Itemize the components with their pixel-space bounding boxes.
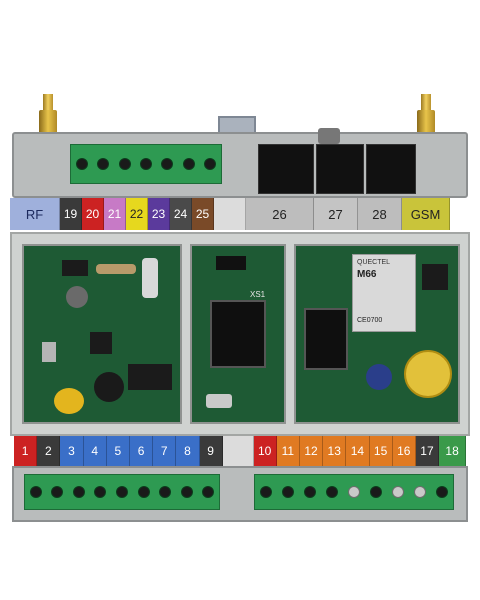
label-5: 5: [106, 436, 130, 466]
label-16: 16: [392, 436, 416, 466]
terminal-screw: [118, 158, 131, 170]
terminal-screw: [180, 486, 193, 498]
trimmer-yellow: [54, 388, 84, 414]
terminal-screw: [159, 486, 172, 498]
gsm-antenna-tip: [421, 94, 431, 112]
capacitor-large: [366, 364, 392, 390]
terminal-screw: [326, 486, 338, 498]
label-19: 19: [60, 198, 82, 230]
crystal: [96, 264, 136, 274]
label-12: 12: [299, 436, 324, 466]
power-connector: [366, 144, 416, 194]
terminal-screw: [202, 486, 215, 498]
label-2: 2: [37, 436, 61, 466]
backup-battery: [404, 350, 452, 398]
pcb-window-middle: XS1: [190, 244, 286, 424]
top-terminal-block: [70, 144, 222, 184]
label-28: 28: [358, 198, 402, 230]
terminal-screw: [304, 486, 316, 498]
top-label-strip: RF 19 20 21 22 23 24 25 26 27 28 GSM: [10, 198, 470, 230]
sim-holder: [210, 300, 266, 368]
pcb-window-right: QUECTEL M66 CE0700: [294, 244, 460, 424]
capacitor-c32: [66, 286, 88, 308]
label-25: 25: [192, 198, 214, 230]
usb-connector: [258, 144, 314, 194]
label-3: 3: [60, 436, 84, 466]
crystal-oscillator: [206, 394, 232, 408]
label-7: 7: [153, 436, 177, 466]
terminal-screw: [370, 486, 382, 498]
rf-antenna-tip: [43, 94, 53, 112]
terminal-screw: [182, 158, 195, 170]
label-gsm: GSM: [402, 198, 450, 230]
label-20: 20: [82, 198, 104, 230]
terminal-screw: [94, 486, 107, 498]
terminal-screw: [137, 486, 150, 498]
label-23: 23: [148, 198, 170, 230]
terminal-screw: [282, 486, 294, 498]
terminal-screw: [414, 486, 426, 498]
label-13: 13: [323, 436, 347, 466]
gsm-module: QUECTEL M66 CE0700: [352, 254, 416, 332]
terminal-screw: [72, 486, 85, 498]
terminal-screw: [29, 486, 42, 498]
terminal-screw: [260, 486, 272, 498]
label-rf: RF: [10, 198, 60, 230]
label-4: 4: [83, 436, 107, 466]
label-10: 10: [253, 436, 277, 466]
label-15: 15: [369, 436, 393, 466]
label-6: 6: [129, 436, 154, 466]
audio-jack: [318, 128, 340, 144]
label-11: 11: [276, 436, 300, 466]
label-27: 27: [314, 198, 358, 230]
bottom-terminal-block-left: [24, 474, 220, 510]
gsm-cert: CE0700: [357, 317, 383, 324]
terminal-screw: [51, 486, 64, 498]
terminal-screw: [97, 158, 110, 170]
buzzer: [94, 372, 124, 402]
inductor: [142, 258, 158, 298]
label-14: 14: [346, 436, 370, 466]
label-18: 18: [439, 436, 467, 466]
din-rail-clip: [218, 116, 256, 136]
terminal-screw: [436, 486, 448, 498]
gsm-brand: QUECTEL: [357, 259, 391, 266]
terminal-screw: [75, 158, 88, 170]
terminal-screw: [115, 486, 128, 498]
label-21: 21: [104, 198, 126, 230]
xs1-label: XS1: [250, 290, 266, 299]
label-26: 26: [246, 198, 314, 230]
label-22: 22: [126, 198, 148, 230]
chip-u6: [128, 364, 172, 390]
bottom-terminal-block-right: [254, 474, 454, 510]
label-17: 17: [415, 436, 440, 466]
chip-u5: [90, 332, 112, 354]
terminal-screw: [392, 486, 404, 498]
crystal-q1: [42, 342, 56, 362]
label-1: 1: [14, 436, 38, 466]
header-pins: [216, 256, 246, 270]
label-24: 24: [170, 198, 192, 230]
label-8: 8: [176, 436, 200, 466]
pcb-window-left: [22, 244, 182, 424]
audio-connector: [316, 144, 364, 194]
label-blank: [214, 198, 246, 230]
label-9: 9: [199, 436, 223, 466]
sim-card-slot: [304, 308, 348, 370]
terminal-screw: [348, 486, 360, 498]
chip-u2: [422, 264, 448, 290]
gsm-model: M66: [357, 269, 377, 280]
bottom-label-strip: 1 2 3 4 5 6 7 8 9 10 11 12 13 14 15 16 1…: [14, 436, 467, 466]
terminal-screw: [161, 158, 174, 170]
label-blank: [222, 436, 254, 466]
terminal-screw: [139, 158, 152, 170]
chip-u4: [62, 260, 88, 276]
terminal-screw: [204, 158, 217, 170]
